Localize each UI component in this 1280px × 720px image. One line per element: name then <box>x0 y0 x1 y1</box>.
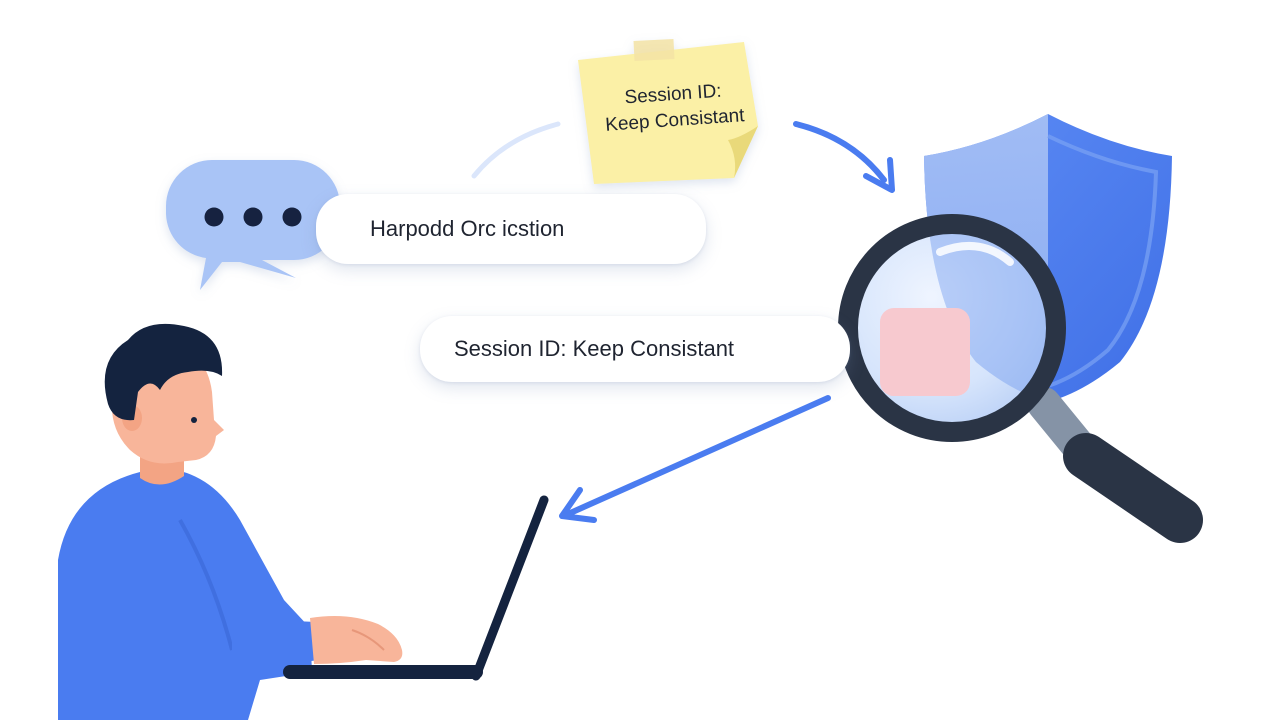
sticky-note-icon <box>578 38 758 184</box>
connector-arc <box>471 121 561 179</box>
session-label-pill: Session ID: Keep Consistant <box>420 316 850 382</box>
chat-label: Harpodd Orc icstion <box>370 216 565 241</box>
chat-bubble-icon <box>166 160 340 290</box>
person-icon <box>58 323 403 720</box>
laptop-icon <box>283 495 549 681</box>
session-label: Session ID: Keep Consistant <box>454 336 735 361</box>
arrow-icon-top <box>793 121 895 193</box>
arrow-icon-bottom <box>559 395 831 523</box>
chat-label-pill: Harpodd Orc icstion <box>316 194 706 264</box>
sticky-note-text: Session ID: Keep Consistant <box>592 76 755 139</box>
